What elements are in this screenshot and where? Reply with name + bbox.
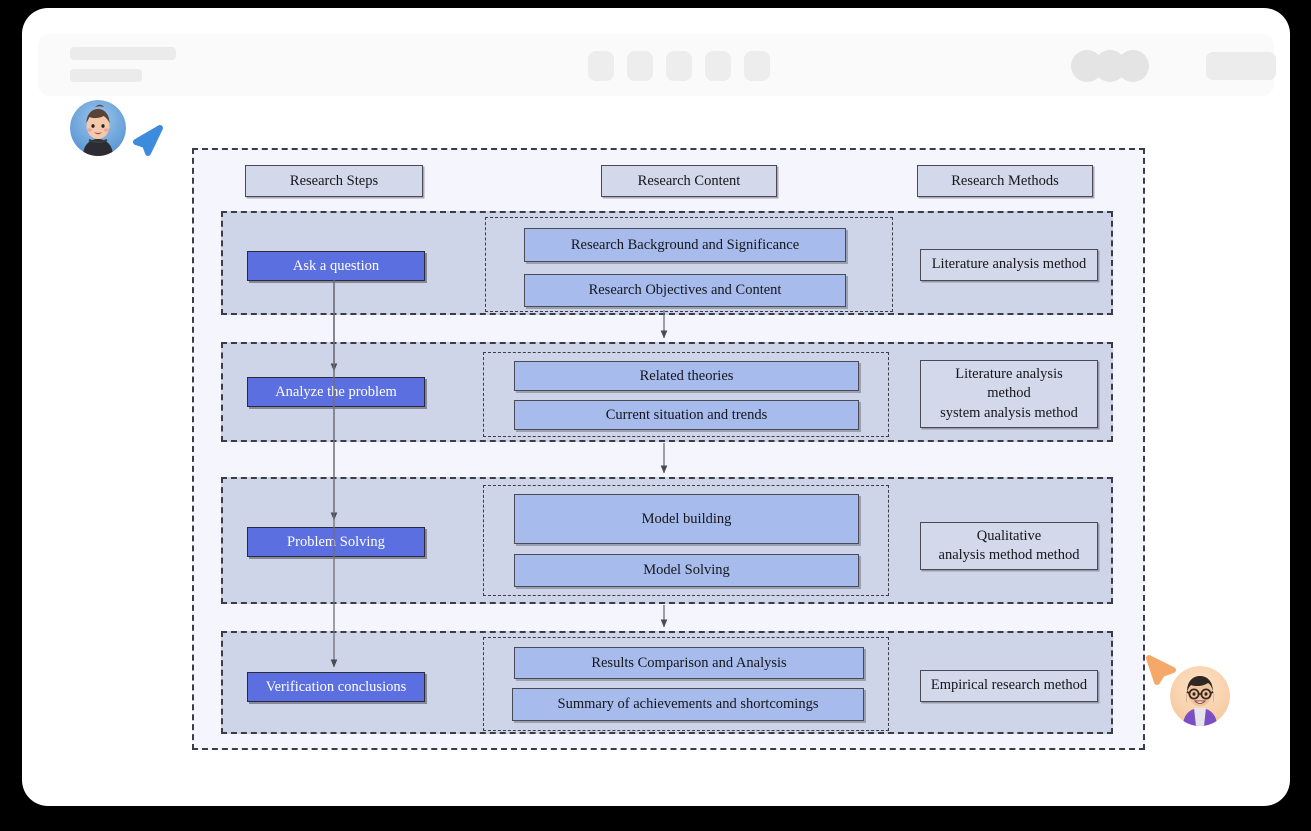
step-box-analyze-the-problem[interactable]: Analyze the problem <box>247 377 425 407</box>
content-frame-2: Related theories Current situation and t… <box>483 352 889 437</box>
content-box-research-background[interactable]: Research Background and Significance <box>524 228 846 262</box>
column-header-research-content: Research Content <box>601 165 777 197</box>
step-box-ask-a-question[interactable]: Ask a question <box>247 251 425 281</box>
content-box-summary-achievements[interactable]: Summary of achievements and shortcomings <box>512 688 864 721</box>
method-line: analysis method method <box>938 547 1080 563</box>
method-box-2[interactable]: Literature analysis method system analys… <box>920 360 1098 428</box>
toolbar-avatar-3[interactable] <box>1117 50 1149 82</box>
content-box-related-theories[interactable]: Related theories <box>514 361 859 391</box>
stage-row-2: Analyze the problem Related theories Cur… <box>221 342 1113 442</box>
stage-row-3: Problem Solving Model building Model Sol… <box>221 477 1113 604</box>
toolbar-pill-3[interactable] <box>666 51 692 81</box>
content-box-model-solving[interactable]: Model Solving <box>514 554 859 587</box>
toolbar <box>38 34 1276 96</box>
content-frame-3: Model building Model Solving <box>483 485 889 596</box>
skeleton-title-line-2 <box>70 69 142 82</box>
method-line: Qualitative <box>976 527 1042 544</box>
stage-row-1: Ask a question Research Background and S… <box>221 211 1113 315</box>
content-box-research-objectives[interactable]: Research Objectives and Content <box>524 274 846 307</box>
content-box-model-building[interactable]: Model building <box>514 494 859 544</box>
content-frame-1: Research Background and Significance Res… <box>485 217 893 312</box>
step-box-problem-solving[interactable]: Problem Solving <box>247 527 425 557</box>
method-box-4[interactable]: Empirical research method <box>920 670 1098 702</box>
collaborator-cursor-two <box>1132 644 1262 734</box>
method-line: method <box>987 385 1031 402</box>
toolbar-tool-pills[interactable] <box>588 51 770 81</box>
toolbar-pill-4[interactable] <box>705 51 731 81</box>
toolbar-share-button[interactable] <box>1206 52 1276 80</box>
toolbar-pill-5[interactable] <box>744 51 770 81</box>
collaborator-avatar-two <box>1170 666 1230 726</box>
content-frame-4: Results Comparison and Analysis Summary … <box>483 637 889 731</box>
column-header-research-methods: Research Methods <box>917 165 1093 197</box>
collaborator-cursor-one <box>70 88 200 168</box>
toolbar-pill-2[interactable] <box>627 51 653 81</box>
method-line: system analysis method <box>940 404 1078 421</box>
method-line: Literature analysis <box>955 366 1063 383</box>
column-header-research-steps: Research Steps <box>245 165 423 197</box>
cursor-pointer-two <box>1146 655 1176 685</box>
research-framework-diagram: Research Steps Research Content Research… <box>192 148 1145 750</box>
method-box-3[interactable]: Qualitative analysis method method <box>920 522 1098 570</box>
stage-row-4: Verification conclusions Results Compari… <box>221 631 1113 734</box>
method-line: Literature analysis method <box>931 256 1087 273</box>
cursor-pointer-one <box>133 125 163 156</box>
method-box-1[interactable]: Literature analysis method <box>920 249 1098 281</box>
collaborator-avatar-one <box>70 100 126 156</box>
content-box-results-comparison[interactable]: Results Comparison and Analysis <box>514 647 864 679</box>
skeleton-title-line-1 <box>70 47 176 60</box>
step-box-verification-conclusions[interactable]: Verification conclusions <box>247 672 425 702</box>
app-window: Research Steps Research Content Research… <box>22 8 1290 806</box>
toolbar-pill-1[interactable] <box>588 51 614 81</box>
method-line: Empirical research method <box>930 677 1088 694</box>
content-box-current-situation[interactable]: Current situation and trends <box>514 400 859 430</box>
